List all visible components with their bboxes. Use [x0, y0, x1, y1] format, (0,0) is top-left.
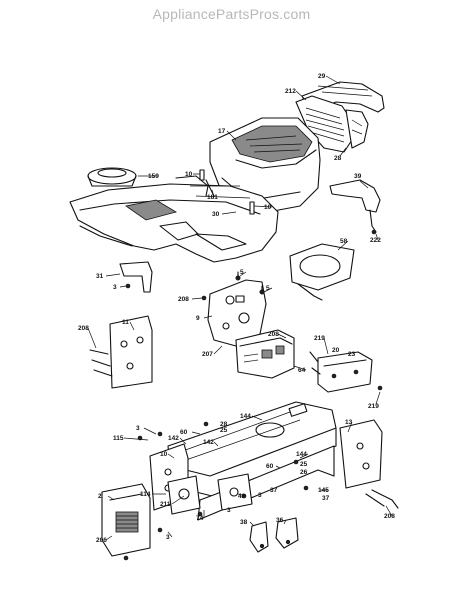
part-212-top: 212	[285, 88, 296, 95]
part-64: 64	[298, 367, 306, 374]
part-145: 145	[318, 487, 329, 494]
bolts-top	[199, 169, 255, 215]
hardware-dots	[123, 385, 383, 561]
part-13: 13	[345, 419, 353, 426]
part-36: 36	[276, 517, 284, 524]
seat-pan	[87, 167, 137, 187]
part-37-b: 37	[322, 495, 330, 502]
part-20: 20	[332, 347, 340, 354]
part-211: 211	[160, 501, 171, 508]
part-206: 206	[96, 537, 107, 544]
part-37-a: 37	[270, 487, 278, 494]
part-208-a: 208	[178, 296, 189, 303]
hood-grille	[295, 81, 385, 153]
part-114: 114	[140, 491, 151, 498]
part-3-e: 3	[166, 534, 170, 541]
front-bracket	[167, 473, 253, 515]
part-142-a: 142	[168, 435, 179, 442]
part-10-c: 10	[160, 451, 168, 458]
callout-labels: 29 212 17 28 10 159 181 10 39 30 222 58 …	[78, 73, 395, 544]
battery-tray	[289, 243, 355, 301]
part-5-a: 5	[240, 269, 244, 276]
part-181: 181	[207, 194, 218, 201]
part-11: 11	[122, 319, 129, 326]
part-159: 159	[148, 173, 159, 180]
part-142-b: 142	[203, 439, 214, 446]
part-23: 23	[348, 351, 356, 358]
part-219-a: 219	[314, 335, 325, 342]
part-42: 42	[238, 493, 246, 500]
part-25-a: 25	[220, 427, 228, 434]
part-208-c: 208	[78, 325, 89, 332]
part-208-d: 208	[384, 513, 395, 520]
part-9: 9	[196, 315, 200, 322]
fender-support	[119, 261, 153, 293]
part-10-left: 10	[185, 171, 193, 178]
side-panel-left	[89, 315, 153, 389]
part-3-a: 3	[113, 284, 117, 291]
watermark: AppliancePartsPros.com	[152, 6, 311, 22]
part-5-b: 5	[266, 285, 270, 292]
part-115: 115	[113, 435, 124, 442]
part-28-b: 28	[220, 421, 228, 428]
part-25-b: 25	[300, 461, 308, 468]
part-38: 38	[240, 519, 248, 526]
part-3-b: 3	[136, 425, 140, 432]
part-60-b: 60	[266, 463, 274, 470]
part-207: 207	[202, 351, 213, 358]
part-39: 39	[354, 173, 362, 180]
part-30: 30	[212, 211, 220, 218]
side-panel-right	[339, 419, 399, 509]
part-31: 31	[96, 273, 104, 280]
part-17: 17	[218, 128, 226, 135]
part-10-right: 10	[264, 204, 272, 211]
part-58: 58	[340, 238, 348, 245]
part-74: 74	[196, 515, 204, 522]
steering-bracket	[309, 351, 373, 393]
front-grille	[101, 483, 151, 557]
part-222: 222	[370, 237, 381, 244]
part-208-b: 208	[268, 331, 279, 338]
part-144-b: 144	[296, 451, 307, 458]
part-3-c: 3	[258, 492, 262, 499]
part-28: 28	[334, 155, 342, 162]
leader-lines	[87, 75, 393, 541]
dash-panel	[201, 271, 267, 347]
part-144-a: 144	[240, 413, 251, 420]
lower-brackets	[249, 517, 299, 553]
part-29: 29	[318, 73, 326, 80]
part-26: 26	[300, 469, 308, 476]
part-3-d: 3	[227, 507, 231, 514]
hood-bracket	[329, 179, 381, 235]
part-2: 2	[98, 493, 102, 500]
part-60-a: 60	[180, 429, 188, 436]
fender-body	[69, 175, 279, 263]
dash-housing	[235, 329, 295, 379]
part-219-b: 219	[368, 403, 379, 410]
